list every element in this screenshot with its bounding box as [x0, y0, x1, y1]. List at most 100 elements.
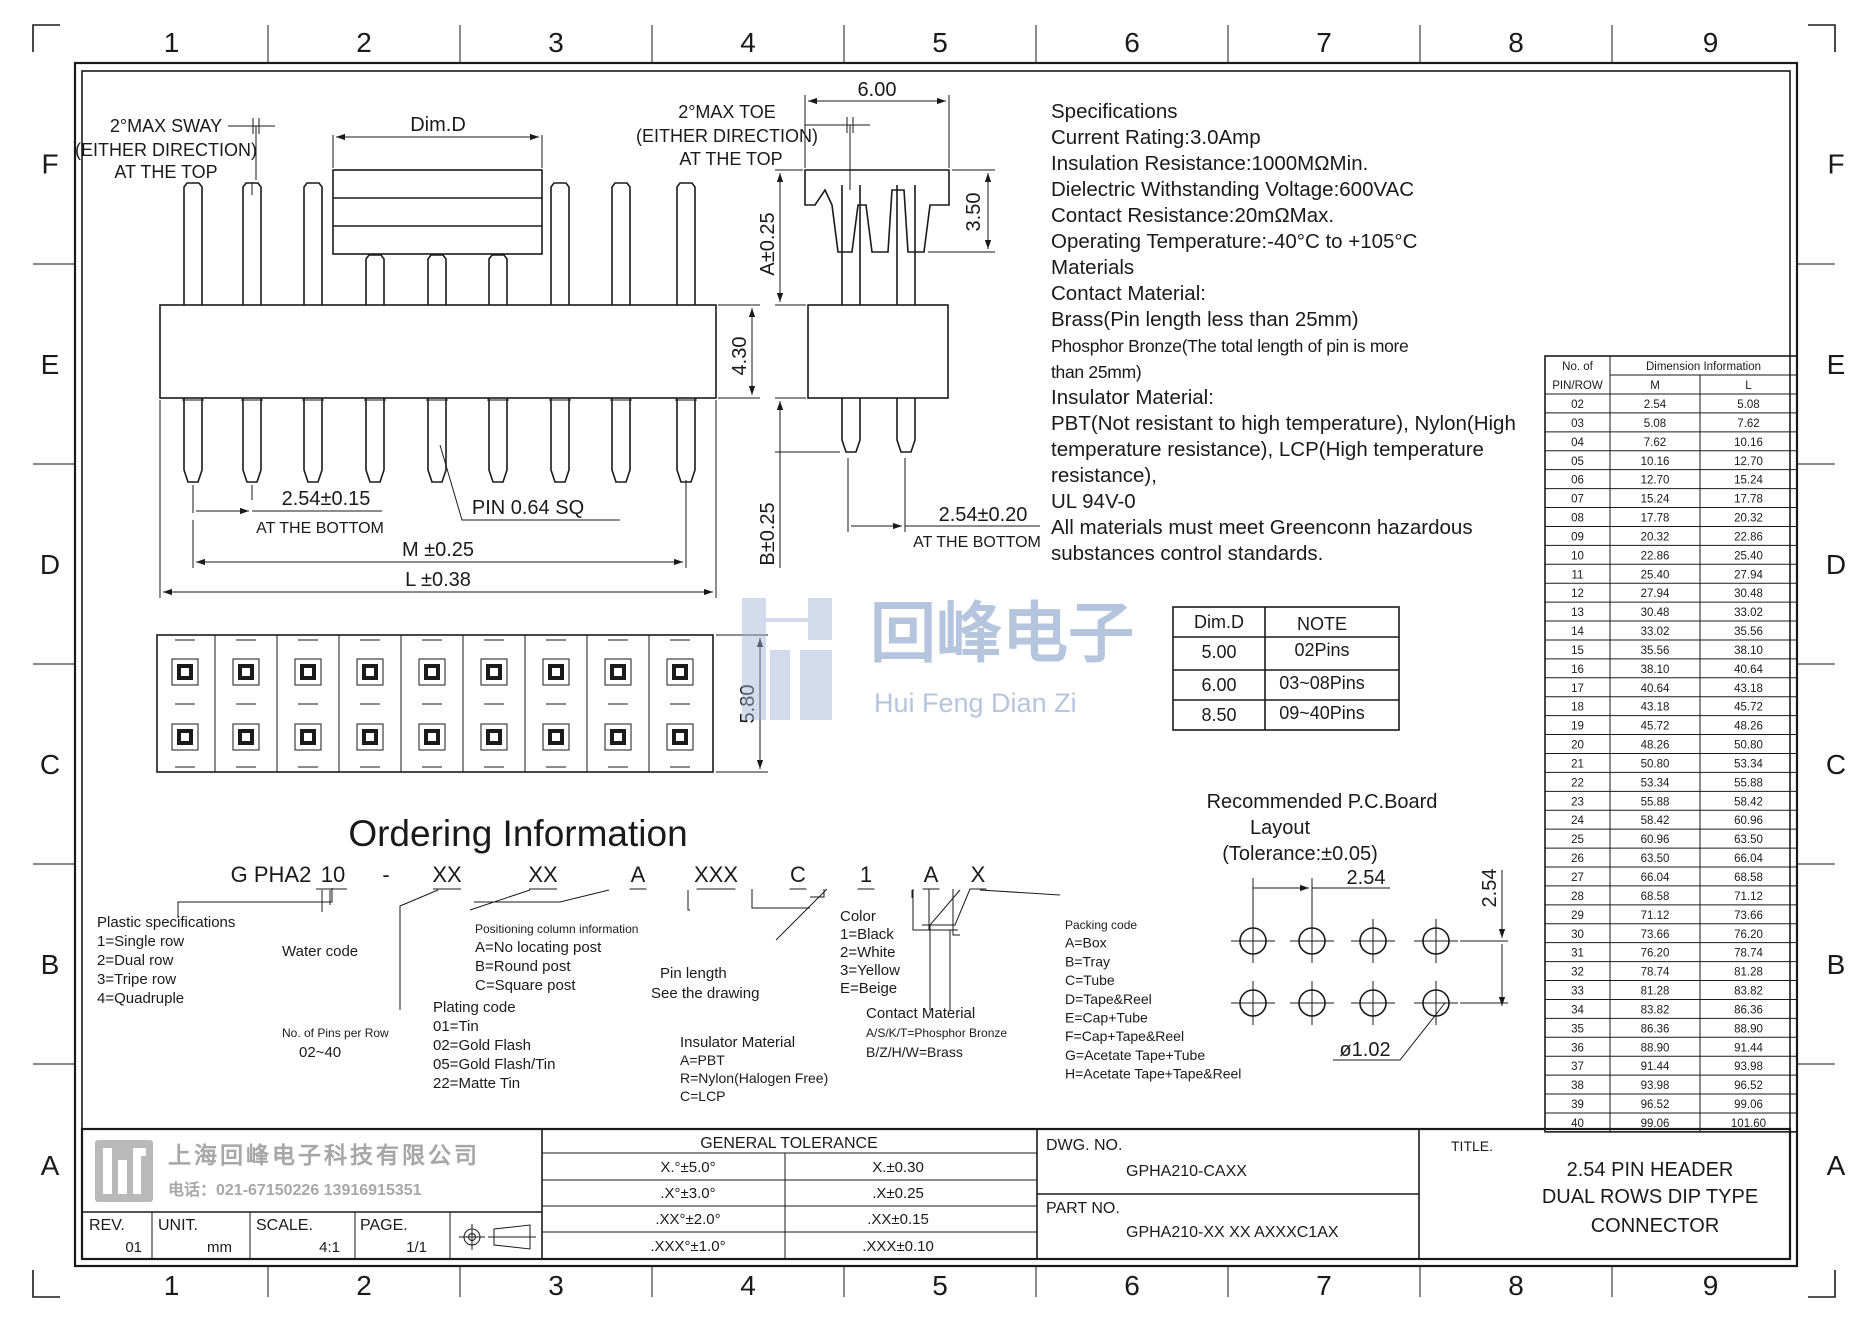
packing-code-line: Packing code: [1065, 918, 1137, 932]
table-cell-l: 10.16: [1734, 437, 1763, 449]
pin: [676, 182, 696, 483]
table-cell-l: 93.98: [1734, 1061, 1763, 1073]
table-cell-pins: 11: [1572, 569, 1584, 581]
table-cell-m: 83.82: [1641, 1004, 1670, 1016]
spec-line: UL 94V-0: [1051, 490, 1136, 513]
table-cell-pins: 06: [1571, 475, 1584, 487]
scale-label: SCALE.: [256, 1217, 313, 1234]
pcb-title-1: Recommended P.C.Board: [1207, 791, 1438, 813]
tolerance-linear: .X±0.25: [872, 1185, 924, 1202]
dwg-number: GPHA210-CAXX: [1126, 1163, 1247, 1180]
table-cell-m: 53.34: [1641, 777, 1670, 789]
packing-code-line: C=Tube: [1065, 972, 1115, 988]
rev-label: REV.: [89, 1217, 125, 1234]
page-label: PAGE.: [360, 1217, 408, 1234]
pcb-title-3: (Tolerance:±0.05): [1222, 843, 1378, 865]
color-line: Color: [840, 908, 876, 925]
pcb-pitch-h: 2.54: [1347, 867, 1386, 889]
table-cell-l: 53.34: [1734, 758, 1763, 770]
dim-d-value: 8.50: [1201, 705, 1236, 725]
table-cell-pins: 39: [1571, 1099, 1584, 1111]
pin-pad: [356, 723, 384, 751]
table-cell-l: 60.96: [1734, 815, 1763, 827]
tolerance-angle: .X°±3.0°: [660, 1185, 715, 1202]
table-cell-l: 88.90: [1734, 1023, 1763, 1035]
table-cell-m: 5.08: [1644, 418, 1666, 430]
table-cell-m: 81.28: [1641, 986, 1670, 998]
table-cell-l: 83.82: [1734, 986, 1763, 998]
tolerance-linear: .XXX±0.10: [862, 1238, 934, 1255]
tolerance-title: GENERAL TOLERANCE: [700, 1135, 878, 1152]
positioning-line: Positioning column information: [475, 922, 638, 936]
table-cell-l: 25.40: [1734, 550, 1763, 562]
table-cell-m: 58.42: [1641, 815, 1670, 827]
pin-pad: [604, 723, 632, 751]
pin-pad: [666, 658, 694, 686]
grid-row-right-D: D: [1826, 549, 1846, 580]
spec-line: Phosphor Bronze(The total length of pin …: [1051, 336, 1409, 356]
table-cell-m: 99.06: [1641, 1118, 1670, 1130]
pin-pad: [542, 723, 570, 751]
packing-code-line: H=Acetate Tape+Tape&Reel: [1065, 1066, 1241, 1082]
pin-length-note: See the drawing: [651, 985, 759, 1002]
table-cell-l: 58.42: [1734, 796, 1763, 808]
col-header-pinrow: PIN/ROW: [1552, 380, 1603, 392]
table-cell-m: 40.64: [1641, 683, 1670, 695]
dim-m-label: M ±0.25: [402, 539, 474, 561]
insulator-line: A=PBT: [680, 1052, 725, 1068]
table-cell-pins: 12: [1571, 588, 1584, 600]
table-cell-m: 73.66: [1641, 929, 1670, 941]
dwg-label: DWG. NO.: [1046, 1137, 1122, 1154]
plating-code-line: Plating code: [433, 999, 516, 1016]
table-cell-pins: 37: [1571, 1061, 1584, 1073]
dim-d-label: Dim.D: [410, 114, 466, 136]
ordering-code-segment: 10: [321, 862, 345, 887]
ordering-code-segment: XX: [432, 862, 462, 887]
table-cell-m: 30.48: [1641, 607, 1670, 619]
color-line: 2=White: [840, 944, 895, 961]
grid-col-bottom-7: 7: [1316, 1270, 1332, 1301]
toe-note-1: 2°MAX TOE: [678, 102, 776, 122]
toe-note-2: (EITHER DIRECTION): [636, 126, 818, 146]
pin: [488, 254, 508, 483]
table-cell-m: 7.62: [1644, 437, 1666, 449]
table-cell-pins: 35: [1571, 1023, 1584, 1035]
dim-d-value: 5.00: [1201, 642, 1236, 662]
table-cell-pins: 07: [1571, 494, 1584, 506]
grid-col-top-6: 6: [1124, 27, 1140, 58]
pin-pad: [294, 658, 322, 686]
positioning-line: A=No locating post: [475, 939, 602, 956]
pin-pad: [666, 723, 694, 751]
title-line-3: CONNECTOR: [1591, 1215, 1720, 1237]
table-cell-pins: 32: [1571, 967, 1584, 979]
table-cell-l: 7.62: [1737, 418, 1759, 430]
grid-col-bottom-8: 8: [1508, 1270, 1524, 1301]
dim-l-label: L ±0.38: [405, 569, 471, 591]
spec-line: All materials must meet Greenconn hazard…: [1051, 516, 1473, 539]
grid-row-left-D: D: [40, 549, 60, 580]
grid-row-right-C: C: [1826, 749, 1846, 780]
table-cell-l: 33.02: [1734, 607, 1763, 619]
side-top-height: 3.50: [963, 193, 985, 232]
table-cell-l: 15.24: [1734, 475, 1763, 487]
color-line: E=Beige: [840, 980, 897, 997]
pin: [183, 182, 203, 483]
grid-col-top-5: 5: [932, 27, 948, 58]
bottom-view: 5.80: [156, 634, 768, 773]
pin-pad: [480, 658, 508, 686]
tolerance-angle: .XXX°±1.0°: [650, 1238, 725, 1255]
spec-line: Contact Material:: [1051, 282, 1206, 305]
grid-row-left-E: E: [41, 349, 60, 380]
table-cell-l: 91.44: [1734, 1042, 1763, 1054]
dim-d-note: 02Pins: [1294, 640, 1349, 660]
table-cell-l: 78.74: [1734, 948, 1763, 960]
grid-row-left-B: B: [41, 949, 60, 980]
col-header-no: No. of: [1562, 361, 1593, 373]
plating-code-line: 01=Tin: [433, 1018, 479, 1035]
grid-row-left-C: C: [40, 749, 60, 780]
contact-material-line: A/S/K/T=Phosphor Bronze: [866, 1026, 1007, 1040]
table-cell-l: 22.86: [1734, 531, 1763, 543]
ordering-code-segment: -: [382, 862, 389, 887]
grid-col-top-4: 4: [740, 27, 756, 58]
